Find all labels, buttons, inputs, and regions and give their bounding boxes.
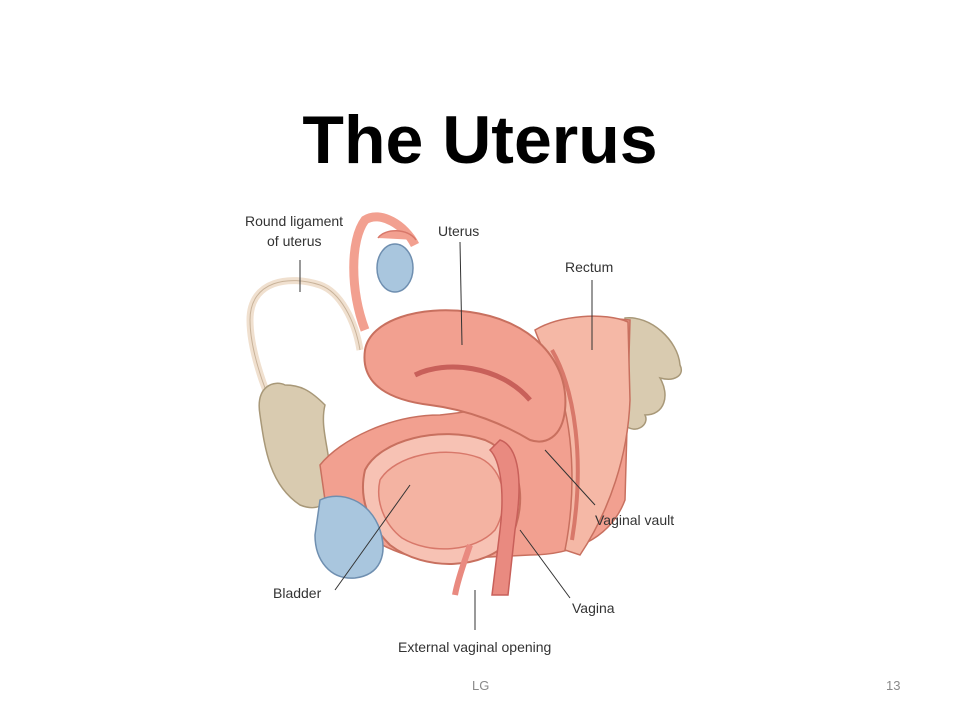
label-rectum: Rectum xyxy=(565,259,613,275)
slide-number: 13 xyxy=(886,678,901,693)
label-uterus: Uterus xyxy=(438,223,479,239)
label-round-ligament-2: of uterus xyxy=(267,233,321,249)
uterus-anatomy-diagram: Round ligament of uterus Uterus Rectum V… xyxy=(245,212,682,655)
fallopian-tube xyxy=(349,212,420,332)
label-external-vaginal-opening: External vaginal opening xyxy=(398,639,551,655)
pubic-bone xyxy=(258,382,332,509)
ovary xyxy=(376,243,414,293)
label-bladder: Bladder xyxy=(273,585,322,601)
vagina xyxy=(488,439,520,596)
leader-lines xyxy=(299,241,596,630)
labia xyxy=(314,495,384,579)
slide-title: The Uterus xyxy=(302,102,658,178)
label-round-ligament: Round ligament xyxy=(245,213,343,229)
label-vagina: Vagina xyxy=(572,600,615,616)
uterus xyxy=(363,309,567,443)
sacrum-bone xyxy=(624,317,682,430)
urethra xyxy=(452,544,473,596)
footer-author: LG xyxy=(472,678,490,693)
label-vaginal-vault: Vaginal vault xyxy=(595,512,674,528)
